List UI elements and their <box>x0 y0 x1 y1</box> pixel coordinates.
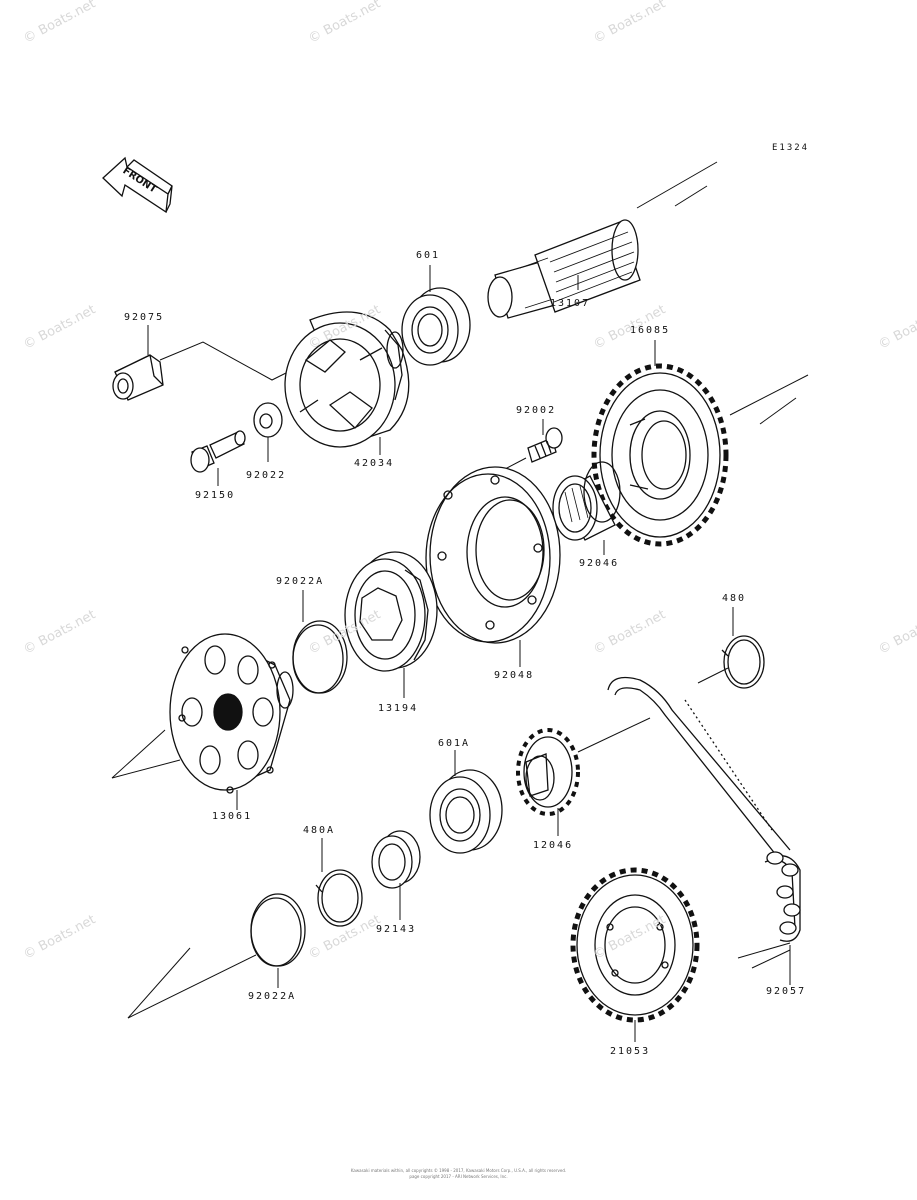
part-number-label[interactable]: 92143 <box>376 924 417 935</box>
part-16085-icon <box>594 366 726 544</box>
part-number-label[interactable]: 480A <box>303 825 336 836</box>
part-92057-icon <box>608 678 800 942</box>
part-92048-icon <box>426 467 560 643</box>
part-number-label[interactable]: 13107 <box>550 298 591 309</box>
part-number-label[interactable]: 601 <box>416 250 441 261</box>
part-number-label[interactable]: 92075 <box>124 312 165 323</box>
part-number-label[interactable]: 92002 <box>516 405 557 416</box>
part-92075-icon <box>113 355 163 400</box>
part-92022-icon <box>254 403 282 437</box>
part-13194-icon <box>345 552 437 671</box>
part-number-label[interactable]: 42034 <box>354 458 395 469</box>
part-number-label[interactable]: 92048 <box>494 670 535 681</box>
copyright-line: Kawasaki materials within, all copyright… <box>350 1168 567 1173</box>
part-number-label[interactable]: 92022 <box>246 470 287 481</box>
part-number-label[interactable]: 480 <box>722 593 747 604</box>
front-arrow-icon: FRONT <box>103 158 172 212</box>
copyright-line: page copyright 2017 - ARI Network Servic… <box>409 1174 508 1179</box>
part-number-label[interactable]: 92022A <box>248 991 297 1002</box>
part-number-label[interactable]: 21053 <box>610 1046 651 1057</box>
part-92022A-top-icon <box>293 621 347 693</box>
part-number-label[interactable]: 92022A <box>276 576 325 587</box>
part-number-label[interactable]: 92046 <box>579 558 620 569</box>
part-480-icon <box>722 636 764 688</box>
part-12046-icon <box>518 730 578 814</box>
leader-lines <box>148 265 790 1042</box>
part-number-label[interactable]: 92057 <box>766 986 807 997</box>
part-601-icon <box>402 288 470 365</box>
part-480A-icon <box>316 870 362 926</box>
part-number-label[interactable]: 13061 <box>212 811 253 822</box>
part-92046-icon <box>553 462 620 540</box>
axis-lines <box>112 162 808 1018</box>
part-13107-icon <box>488 220 640 318</box>
part-13061-icon <box>170 634 293 793</box>
part-92022A-bottom-icon <box>251 894 305 966</box>
part-92143-icon <box>372 831 420 888</box>
part-number-label[interactable]: 16085 <box>630 325 671 336</box>
part-21053-icon <box>573 870 697 1020</box>
part-number-label[interactable]: 92150 <box>195 490 236 501</box>
part-92002-icon <box>528 428 562 462</box>
part-number-label[interactable]: 13194 <box>378 703 419 714</box>
part-number-label[interactable]: 12046 <box>533 840 574 851</box>
part-number-label[interactable]: 601A <box>438 738 471 749</box>
part-42034-icon <box>285 312 409 447</box>
part-601A-icon <box>430 770 502 853</box>
part-92150-icon <box>191 431 245 472</box>
diagram-code: E1324 <box>772 143 810 153</box>
